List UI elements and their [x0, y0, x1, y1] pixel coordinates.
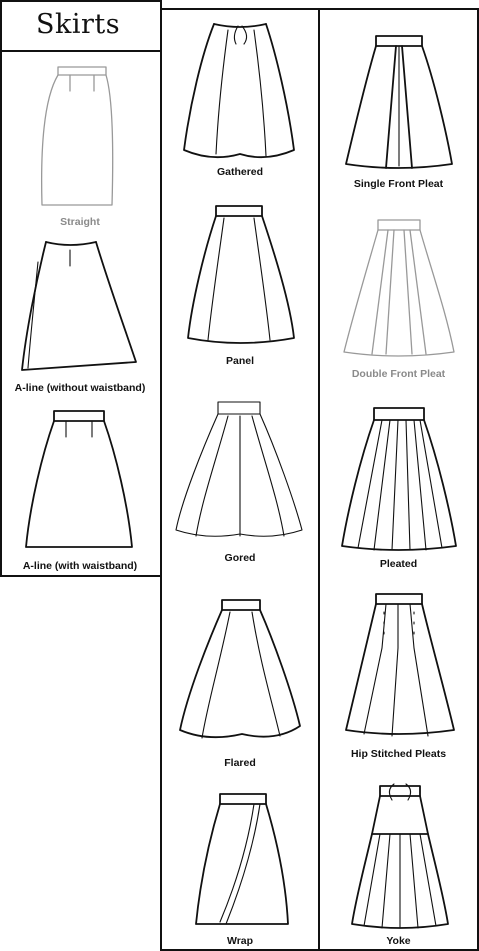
caption-yoke: Yoke: [320, 935, 477, 947]
caption-pleated: Pleated: [320, 558, 477, 570]
skirt-double-front-pleat: Double Front Pleat: [320, 212, 477, 384]
skirt-flared: Flared: [162, 592, 318, 772]
straight-skirt-drawing: [0, 55, 160, 230]
aline-without-waistband-drawing: [0, 232, 160, 402]
pleated-skirt-drawing: [320, 400, 477, 576]
caption-wrap: Wrap: [162, 935, 318, 947]
skirt-wrap: Wrap: [162, 784, 318, 950]
title-box: Skirts: [0, 0, 161, 52]
caption-single-front-pleat: Single Front Pleat: [320, 178, 477, 190]
skirt-aline-without-waistband: A-line (without waistband): [0, 232, 160, 402]
caption-panel: Panel: [162, 355, 318, 367]
skirt-hip-stitched-pleats: Hip Stitched Pleats: [320, 588, 477, 764]
skirt-straight: Straight: [0, 55, 160, 230]
caption-aline-without-waistband: A-line (without waistband): [0, 382, 160, 394]
flared-skirt-drawing: [162, 592, 318, 772]
caption-straight: Straight: [0, 216, 160, 228]
skirt-single-front-pleat: Single Front Pleat: [320, 30, 477, 198]
skirt-aline-with-waistband: A-line (with waistband): [0, 405, 160, 575]
panel-skirt-drawing: [162, 192, 318, 370]
hip-stitched-pleats-drawing: [320, 588, 477, 764]
double-front-pleat-drawing: [320, 212, 477, 384]
caption-flared: Flared: [162, 757, 318, 769]
gored-skirt-drawing: [162, 390, 318, 568]
page-title: Skirts: [36, 9, 120, 40]
wrap-skirt-drawing: [162, 784, 318, 950]
skirt-yoke: Yoke: [320, 778, 477, 950]
skirt-gathered: Gathered: [162, 14, 318, 184]
caption-hip-stitched-pleats: Hip Stitched Pleats: [320, 748, 477, 760]
single-front-pleat-drawing: [320, 30, 477, 198]
aline-with-waistband-drawing: [0, 405, 160, 575]
gathered-skirt-drawing: [162, 14, 318, 184]
caption-aline-with-waistband: A-line (with waistband): [0, 560, 160, 572]
caption-gored: Gored: [162, 552, 318, 564]
caption-double-front-pleat: Double Front Pleat: [320, 368, 477, 380]
skirt-panel: Panel: [162, 192, 318, 370]
skirt-pleated: Pleated: [320, 400, 477, 576]
skirt-gored: Gored: [162, 390, 318, 568]
yoke-skirt-drawing: [320, 778, 477, 950]
caption-gathered: Gathered: [162, 166, 318, 178]
